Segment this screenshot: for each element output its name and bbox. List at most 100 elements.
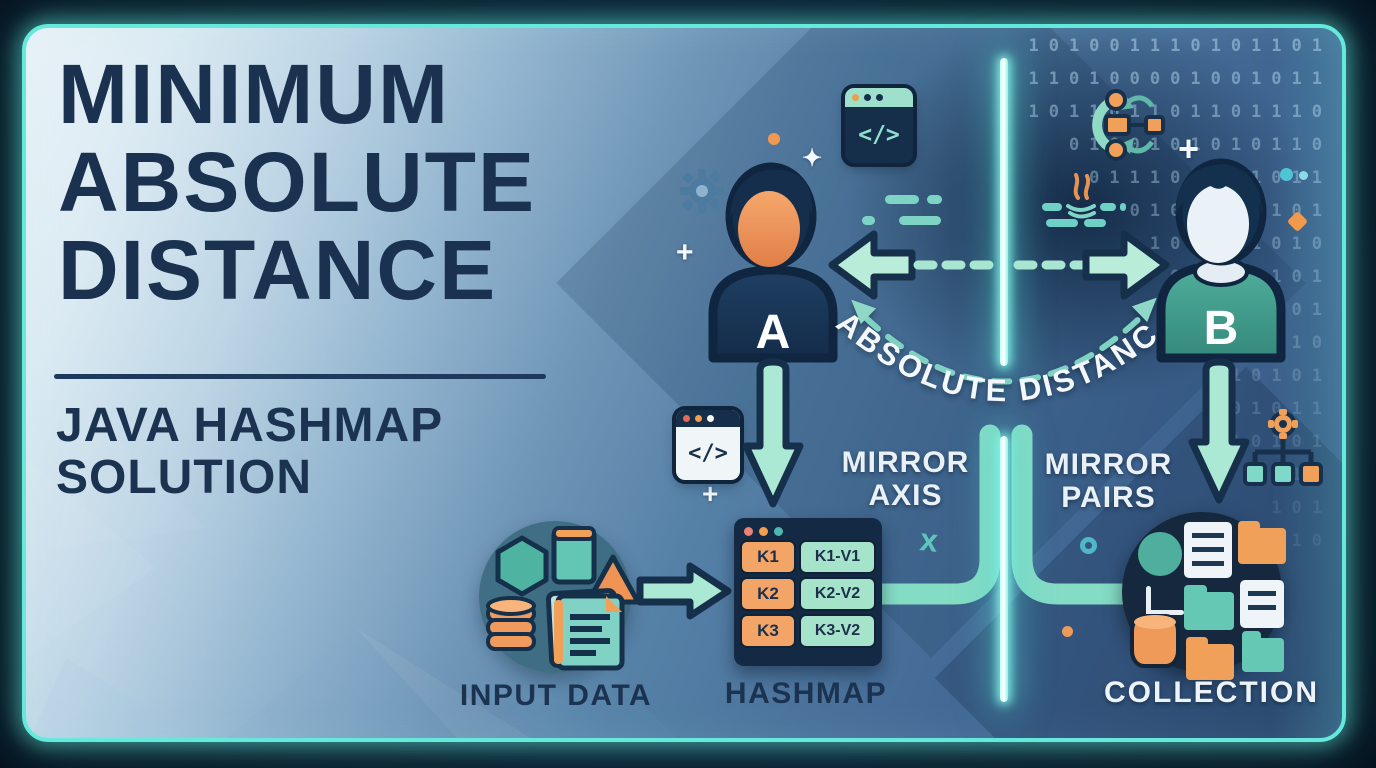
arrow-down-a-icon — [742, 358, 804, 508]
dash-decor — [927, 195, 942, 204]
window-dot — [707, 415, 714, 422]
window-dot — [852, 94, 859, 101]
mirror-pairs-line2: PAIRS — [1061, 481, 1156, 514]
dash-decor — [899, 216, 941, 225]
svg-text:ABSOLUTE DISTANCE: ABSOLUTE DISTANCE — [810, 270, 1166, 408]
window-dot — [744, 527, 753, 536]
window-dot — [759, 527, 768, 536]
plus-sparkle-icon: + — [676, 236, 694, 269]
absolute-distance-arc: ABSOLUTE DISTANCE — [810, 270, 1166, 408]
git-branch-icon — [1092, 89, 1165, 161]
hashmap-key-cell: K1 — [742, 542, 794, 572]
window-dot — [683, 415, 690, 422]
teal-dot — [1280, 168, 1293, 181]
collection-icons — [1122, 512, 1286, 680]
mirror-axis-label: MIRROR AXIS — [833, 446, 978, 512]
cylinder-icon — [1134, 615, 1176, 664]
plus-sparkle-icon: + — [702, 478, 719, 509]
title-line: MINIMUM — [58, 47, 450, 141]
title-divider — [54, 374, 546, 379]
input-data-label: INPUT DATA — [459, 679, 653, 712]
hexagon-icon — [495, 535, 549, 597]
window-titlebar — [676, 410, 740, 427]
document-icon — [545, 588, 625, 671]
hashmap-key-cell: K3 — [742, 616, 794, 646]
subtitle: JAVA HASHMAP SOLUTION — [56, 400, 576, 504]
subtitle-line: SOLUTION — [56, 451, 312, 504]
page-title: MINIMUM ABSOLUTE DISTANCE — [58, 50, 658, 314]
code-window-icon: </> — [845, 88, 913, 163]
x-mark-decor: x — [918, 521, 940, 559]
mirror-axis-line1: MIRROR — [841, 446, 970, 479]
window-titlebar — [845, 88, 913, 107]
hashmap-value-cell: K1-V1 — [801, 542, 874, 572]
binary-row: 101001110101101 — [1028, 36, 1332, 56]
person-b-label: B — [1204, 302, 1239, 355]
circle-teal-icon — [1138, 532, 1182, 576]
dash-decor — [885, 195, 919, 204]
hashmap-value-cell: K2-V2 — [801, 579, 874, 609]
code-glyph: </> — [858, 122, 900, 148]
window-dot — [695, 415, 702, 422]
ring-decor — [1080, 537, 1097, 554]
lowpoly-facets — [26, 408, 676, 738]
window-dot — [774, 527, 783, 536]
gear-icon — [680, 169, 724, 213]
subtitle-line: JAVA HASHMAP — [56, 399, 444, 452]
folder-orange-icon — [1186, 637, 1234, 680]
database-icon — [486, 596, 536, 651]
code-glyph: </> — [688, 441, 728, 466]
title-line: DISTANCE — [58, 223, 498, 317]
hashmap-value-cell: K3-V2 — [801, 616, 874, 646]
arrow-input-to-hashmap — [636, 562, 732, 620]
folder-teal-icon — [1242, 631, 1284, 672]
dash-decor — [862, 216, 875, 225]
teal-dot — [1299, 171, 1308, 180]
binary-row: 10101 — [992, 426, 1332, 459]
mirror-axis-line — [1000, 58, 1008, 366]
java-steam-icon — [1042, 173, 1126, 227]
hashmap-label: HASHMAP — [724, 677, 888, 710]
input-data-icons — [486, 526, 641, 671]
collection-label: COLLECTION — [1104, 676, 1319, 709]
mirror-axis-line2: AXIS — [868, 479, 943, 512]
bookmark-icon — [551, 526, 597, 585]
doc-icon — [1184, 522, 1232, 578]
hierarchy-icon — [1243, 409, 1323, 486]
absolute-distance-label: ABSOLUTE DISTANCE — [810, 270, 1163, 408]
plus-sparkle-icon: + — [1178, 128, 1200, 169]
connector-icon — [1140, 586, 1184, 638]
person-b: B — [1156, 158, 1286, 363]
person-a: A — [708, 162, 838, 363]
hashmap-key-cell: K2 — [742, 579, 794, 609]
arrow-down-b-icon — [1188, 358, 1250, 504]
binary-row: 101 — [1271, 498, 1332, 518]
arrow-right-icon — [1082, 230, 1170, 300]
binary-row: 110101 — [1210, 366, 1332, 386]
window-dot — [876, 94, 883, 101]
orange-dot — [1062, 626, 1073, 637]
folder-teal-icon — [1184, 585, 1234, 630]
doc-icon — [1240, 580, 1284, 628]
binary-row: 110100001001011 — [1028, 69, 1332, 89]
mirror-pairs-label: MIRROR PAIRS — [1036, 448, 1181, 514]
arrow-left-icon — [828, 230, 916, 300]
mirror-axis-line — [1000, 436, 1008, 702]
window-titlebar — [742, 524, 874, 542]
orange-dot — [768, 133, 780, 145]
window-dot — [864, 94, 871, 101]
folder-orange-icon — [1238, 521, 1286, 564]
binary-row: 01011 — [992, 393, 1332, 426]
person-a-label: A — [756, 306, 791, 359]
dashed-distance-line — [913, 260, 1091, 270]
mirror-pairs-line1: MIRROR — [1044, 448, 1173, 481]
title-line: ABSOLUTE — [58, 135, 536, 229]
pipe-connector — [871, 424, 1139, 605]
star-sparkle-icon: ✦ — [802, 145, 823, 172]
